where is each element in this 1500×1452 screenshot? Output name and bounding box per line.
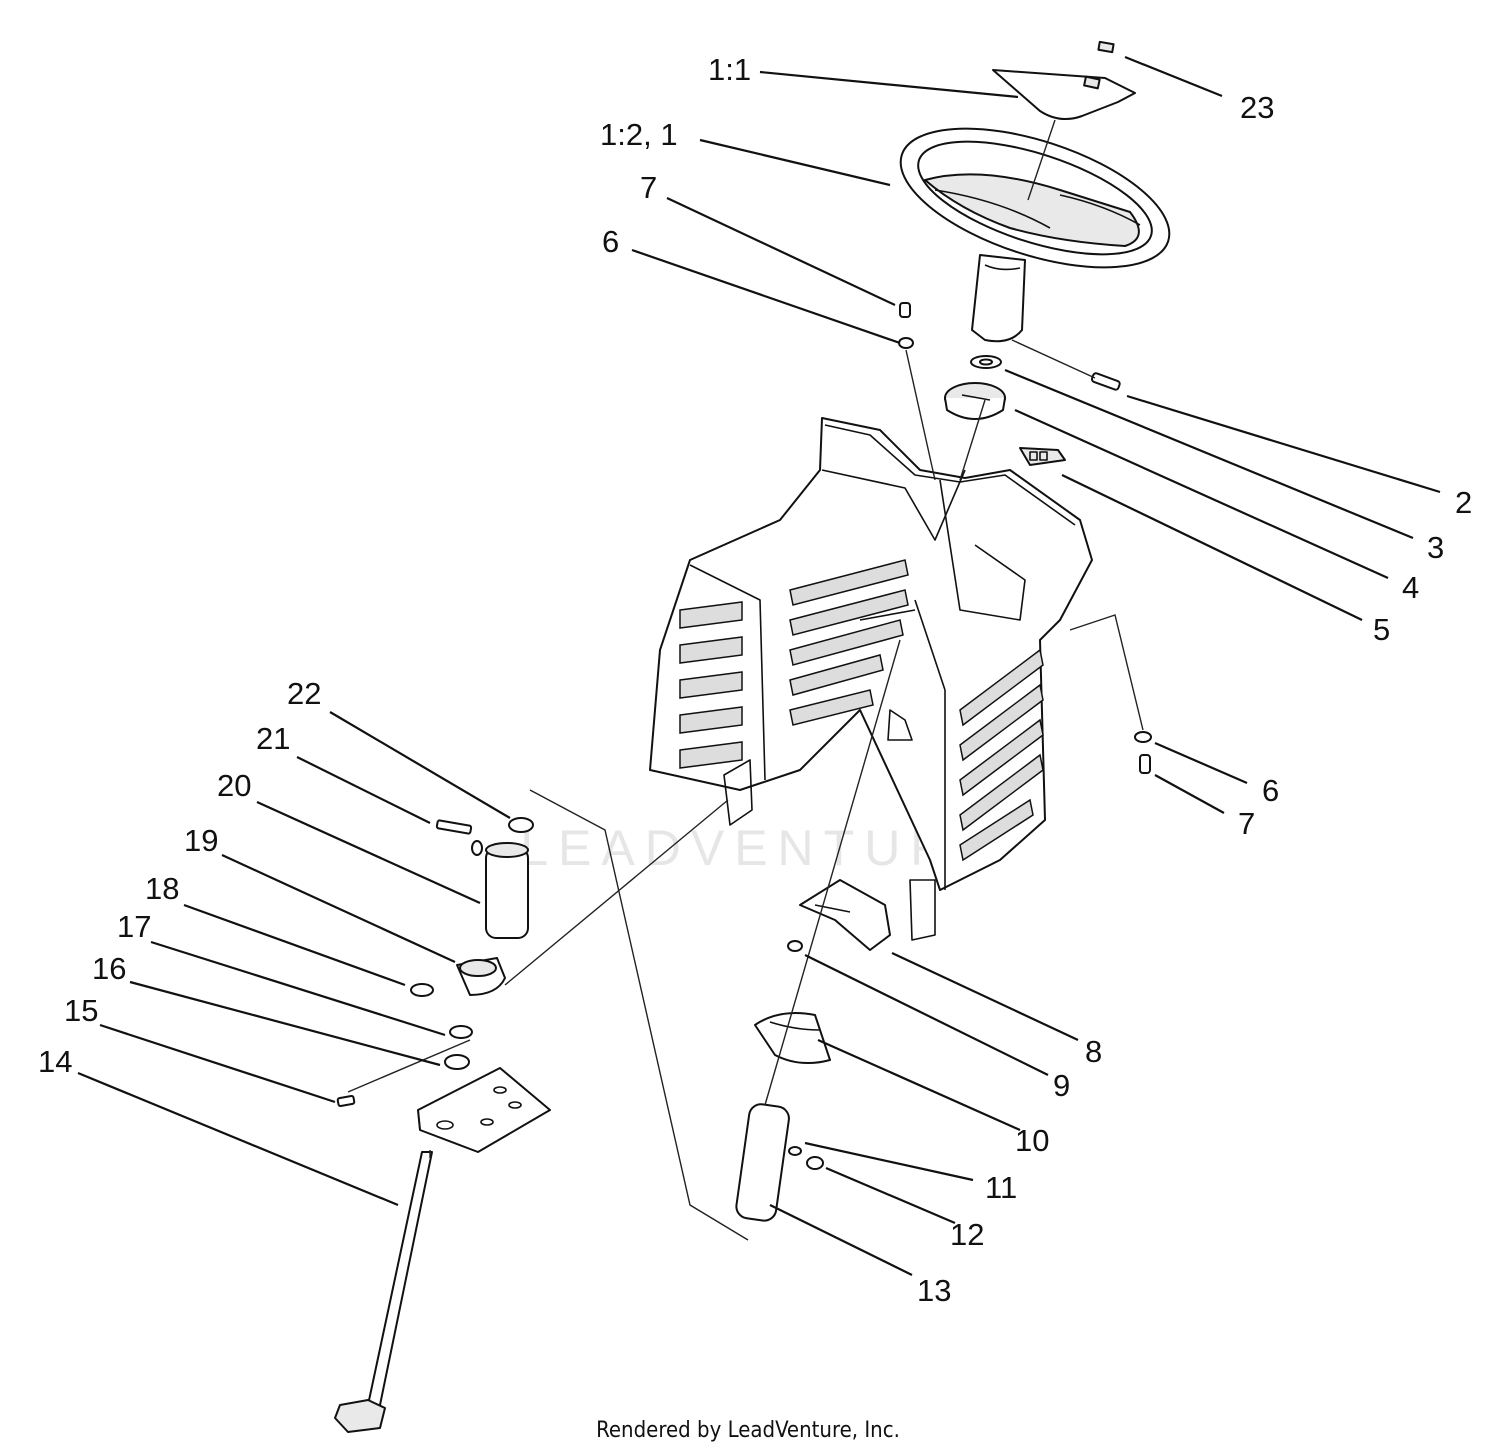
switch-5 bbox=[1019, 447, 1066, 466]
washer-6-right bbox=[1134, 731, 1152, 743]
steering-wheel-cap bbox=[992, 69, 1136, 121]
nut-12 bbox=[806, 1156, 824, 1170]
pin-15 bbox=[336, 1094, 356, 1108]
washer-3 bbox=[970, 355, 1002, 369]
washer-6-top bbox=[898, 337, 914, 349]
washer-18 bbox=[410, 983, 434, 997]
callout-20: 20 bbox=[217, 768, 251, 803]
callout-22: 22 bbox=[287, 676, 321, 711]
steering-shaft-14 bbox=[334, 1151, 433, 1433]
callout-8: 8 bbox=[1085, 1034, 1102, 1069]
callout-10: 10 bbox=[1015, 1123, 1049, 1158]
bushing-4 bbox=[944, 382, 1006, 420]
callout-3: 3 bbox=[1427, 530, 1444, 565]
leader-lines bbox=[77, 55, 1441, 1276]
callout-14: 14 bbox=[38, 1044, 72, 1079]
callout-labels: 1:1 23 1:2, 1 7 6 2 3 4 5 6 7 22 21 20 1… bbox=[38, 52, 1472, 1308]
callout-21: 21 bbox=[256, 721, 290, 756]
callout-16: 16 bbox=[92, 951, 126, 986]
washer-22 bbox=[508, 817, 534, 833]
callout-6-right: 6 bbox=[1262, 773, 1279, 808]
callout-7-top: 7 bbox=[640, 170, 657, 205]
callout-17: 17 bbox=[117, 909, 151, 944]
steering-wheel bbox=[899, 127, 1171, 343]
nut-9 bbox=[787, 940, 803, 952]
callout-15: 15 bbox=[64, 993, 98, 1028]
footer-credit: Rendered by LeadVenture, Inc. bbox=[596, 1418, 900, 1443]
cover-10 bbox=[754, 1012, 831, 1065]
washer-17 bbox=[449, 1025, 473, 1039]
bearing-19 bbox=[456, 957, 506, 996]
callout-11: 11 bbox=[985, 1170, 1017, 1205]
callout-23: 23 bbox=[1240, 90, 1274, 125]
callout-6-top: 6 bbox=[602, 224, 619, 259]
callout-9: 9 bbox=[1053, 1068, 1070, 1103]
screw-7-top bbox=[899, 302, 911, 318]
mount-plate bbox=[417, 1067, 551, 1153]
dash-console bbox=[649, 417, 1093, 941]
bushing-16 bbox=[444, 1054, 470, 1070]
callout-5: 5 bbox=[1373, 612, 1390, 647]
bolt-21 bbox=[435, 819, 483, 856]
callout-1-1: 1:1 bbox=[708, 52, 751, 87]
spacer-tube-20 bbox=[485, 842, 529, 939]
screw-7-right bbox=[1139, 754, 1151, 774]
callout-1-2-1: 1:2, 1 bbox=[600, 117, 678, 152]
assembly-lines bbox=[347, 119, 1144, 1241]
bracket-8 bbox=[799, 879, 891, 951]
callout-18: 18 bbox=[145, 871, 179, 906]
callout-2: 2 bbox=[1455, 485, 1472, 520]
callout-13: 13 bbox=[917, 1273, 951, 1308]
shaft-13 bbox=[735, 1103, 790, 1222]
callout-4: 4 bbox=[1402, 570, 1419, 605]
roll-pin bbox=[1090, 372, 1121, 391]
watermark: LEADVENTURE bbox=[520, 820, 1000, 876]
emblem-clip bbox=[1097, 40, 1115, 54]
callout-12: 12 bbox=[950, 1217, 984, 1252]
washer-11 bbox=[788, 1146, 802, 1156]
callout-7-right: 7 bbox=[1238, 806, 1255, 841]
callout-19: 19 bbox=[184, 823, 218, 858]
